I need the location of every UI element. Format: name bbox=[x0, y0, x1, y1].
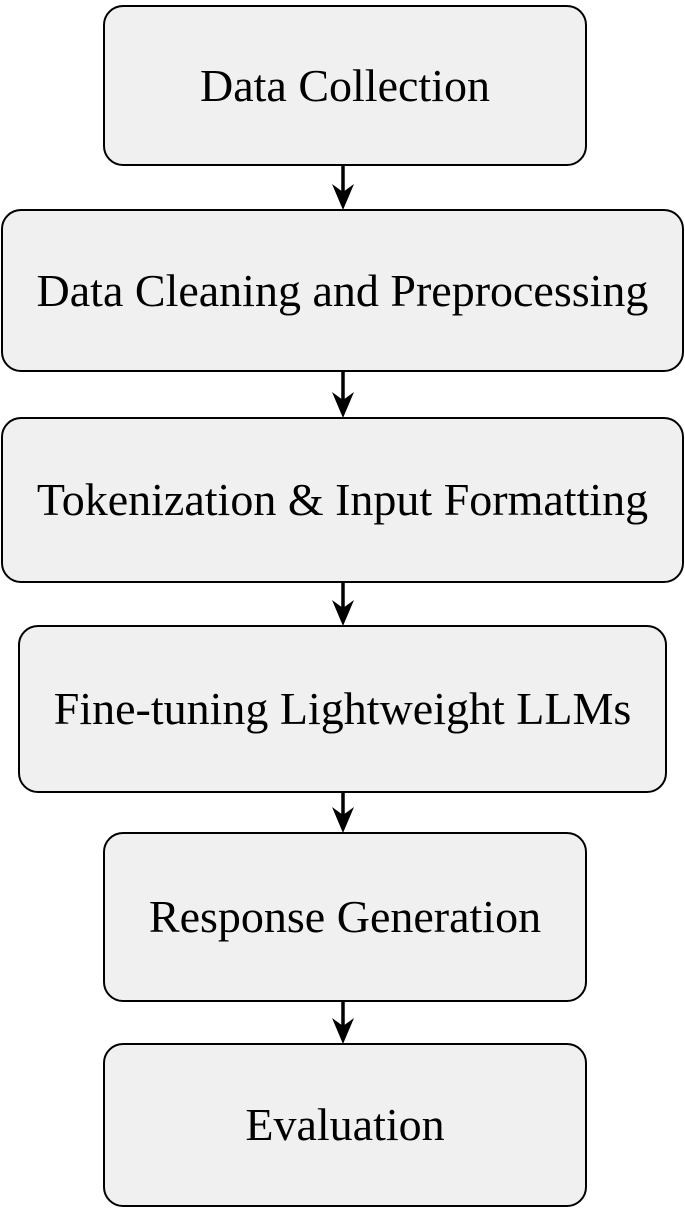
arrow-down-icon bbox=[332, 787, 354, 833]
flow-node-evaluation: Evaluation bbox=[103, 1043, 587, 1207]
flow-arrow bbox=[332, 998, 354, 1044]
arrow-down-icon bbox=[332, 998, 354, 1044]
flow-node-response-generation: Response Generation bbox=[103, 832, 587, 1002]
arrow-down-icon bbox=[332, 580, 354, 626]
flow-node-label: Evaluation bbox=[245, 1099, 445, 1150]
flow-node-label: Data Collection bbox=[200, 59, 490, 111]
arrow-down-icon bbox=[332, 164, 354, 210]
flow-node-label: Response Generation bbox=[148, 891, 542, 942]
flow-arrow bbox=[332, 580, 354, 626]
flow-node-label: Fine-tuning Lightweight LLMs bbox=[53, 683, 632, 734]
flow-arrow bbox=[332, 787, 354, 833]
flow-node-tokenization-input-formatting: Tokenization & Input Formatting bbox=[1, 417, 684, 583]
flow-arrow bbox=[332, 164, 354, 210]
arrow-down-icon bbox=[332, 372, 354, 418]
flow-node-label: Tokenization & Input Formatting bbox=[36, 474, 649, 525]
flow-node-data-cleaning-preprocessing: Data Cleaning and Preprocessing bbox=[1, 209, 684, 372]
flow-node-fine-tuning-lightweight-llms: Fine-tuning Lightweight LLMs bbox=[18, 625, 667, 793]
flow-node-label: Data Cleaning and Preprocessing bbox=[36, 264, 649, 316]
flow-node-data-collection: Data Collection bbox=[103, 5, 587, 166]
flow-arrow bbox=[332, 372, 354, 418]
